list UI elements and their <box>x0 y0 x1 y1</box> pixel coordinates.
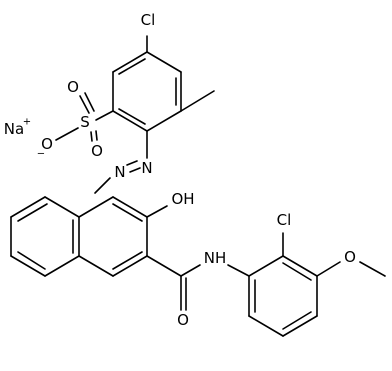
bond-line <box>146 51 182 73</box>
bond-line <box>78 196 114 218</box>
bond-line <box>55 127 79 141</box>
bond-line <box>112 203 143 222</box>
bond-line <box>95 130 98 141</box>
bond-line <box>112 51 148 73</box>
azo-nitrogen-2: N <box>114 163 125 181</box>
methoxy-oxygen-label: O <box>344 248 356 266</box>
oxygen-label-anion: O <box>41 135 53 153</box>
bond-line <box>44 196 80 218</box>
bond-line <box>146 255 182 277</box>
sodium-charge: + <box>23 117 31 128</box>
bond-line <box>94 177 111 194</box>
bond-line <box>227 264 250 277</box>
chloro-substituent-top: Cl <box>141 11 156 53</box>
bond-line <box>118 58 146 75</box>
bond-line <box>282 311 312 330</box>
amide-oxygen-label: O <box>177 311 189 329</box>
bond-line <box>282 255 318 277</box>
chloro-substituent-aryl: Cl <box>277 211 292 257</box>
bond-line <box>78 255 114 277</box>
bond-line <box>95 110 114 121</box>
bond-line <box>112 110 148 132</box>
bond-line <box>180 264 201 277</box>
bond-line <box>316 261 341 277</box>
bond-line <box>282 315 318 337</box>
bond-line <box>118 108 146 125</box>
amide-nh-label: NH <box>204 249 227 267</box>
bond-line <box>10 255 46 277</box>
oxygen-label-upper: O <box>67 78 79 96</box>
oxygen-label-lower: O <box>91 142 103 160</box>
cl-label-top: Cl <box>141 11 156 29</box>
sulfonate-group: S O O O − <box>37 78 114 160</box>
bond-line <box>129 167 141 173</box>
methoxy-group: O <box>316 248 386 277</box>
azo-nitrogen-1: N <box>141 159 152 177</box>
oxygen-charge: − <box>37 149 45 160</box>
bond-line <box>146 110 182 132</box>
bond-line <box>44 255 80 277</box>
bond-line <box>17 203 48 222</box>
bond-line <box>126 160 138 166</box>
bond-line <box>112 196 148 218</box>
bond-line <box>90 131 93 142</box>
sodium-ion: Na + <box>4 117 31 139</box>
bond-line <box>112 251 143 270</box>
upper-benzene-ring <box>112 51 182 132</box>
carboxamide-group: O NH <box>146 249 250 329</box>
bond-line <box>248 255 284 277</box>
anilide-benzene-ring <box>248 255 318 337</box>
bond-line <box>359 261 386 277</box>
bond-line <box>248 315 284 337</box>
bond-line <box>79 95 90 114</box>
cl-label-aryl: Cl <box>277 211 292 229</box>
bond-line <box>10 196 46 218</box>
hydroxyl-label: OH <box>171 190 194 208</box>
methyl-bond <box>180 90 215 112</box>
azo-linkage: N N <box>94 130 153 194</box>
hydroxyl-group: OH <box>146 190 195 218</box>
sodium-label: Na <box>4 120 24 138</box>
sulfur-label: S <box>80 113 90 131</box>
naphthalene-ring-system <box>10 196 148 277</box>
bond-line <box>146 205 168 218</box>
bond-line <box>282 262 312 281</box>
bond-line <box>17 251 46 270</box>
bond-line <box>112 255 148 277</box>
bond-line <box>84 92 95 112</box>
